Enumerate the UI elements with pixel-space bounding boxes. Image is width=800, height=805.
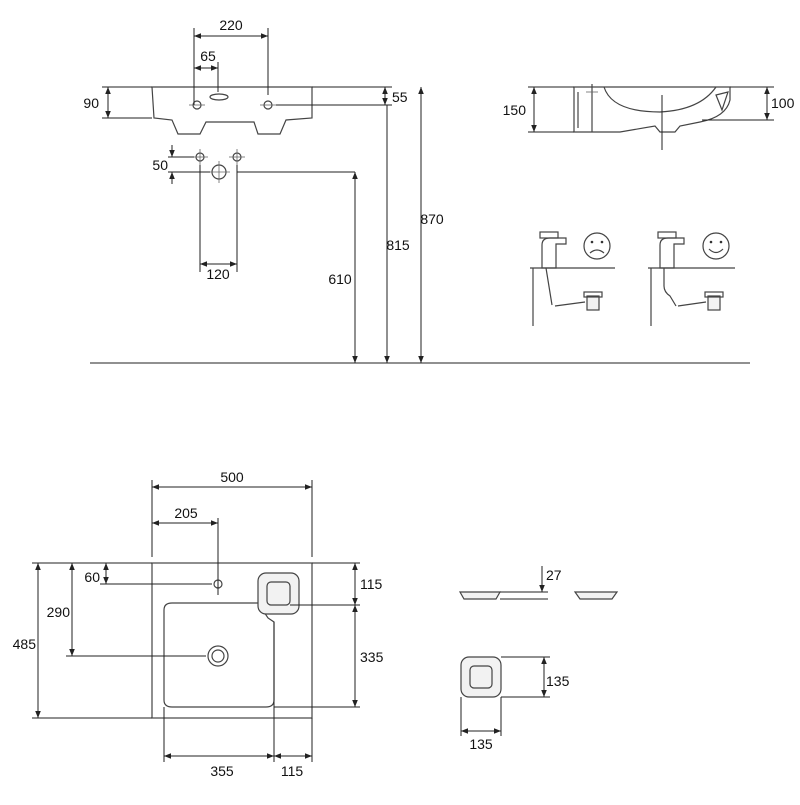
dim-profile-rim: 100 [771,95,795,111]
soap-dish-top [257,572,300,615]
dim-tap-offset: 205 [174,505,198,521]
dim-depth: 485 [13,636,37,652]
dim-dish-height: 135 [546,673,570,689]
dim-tap-height: 55 [392,89,408,105]
basin-front-outline [151,86,313,135]
happy-face-icon [702,232,730,260]
dim-basin-height: 90 [83,95,99,111]
dim-dish-thickness: 27 [546,567,562,583]
dim-bowl-depth: 335 [360,649,384,665]
basin-top-outline [151,562,313,719]
dim-supply-offset: 50 [152,157,168,173]
dim-top-height: 870 [420,211,444,227]
sad-face-icon [583,232,611,260]
dim-rim-height: 815 [386,237,410,253]
top-plan-view: 500 205 60 290 485 115 335 355 [13,469,384,779]
dish-side-right [573,591,619,600]
dim-tap-span: 220 [219,17,243,33]
faucet-correct-install [648,231,735,326]
bowl-outline [163,602,275,708]
basin-profile-outline [573,86,731,133]
dim-bowl-width: 355 [210,763,234,779]
dim-dish-width: 115 [281,763,304,779]
dim-drain-depth: 290 [47,604,71,620]
side-profile-view: 150 100 [503,84,795,150]
dish-plan-outer [460,656,502,698]
dim-width: 500 [220,469,244,485]
soap-dish-accessory: 27 135 135 [458,566,619,752]
dim-profile-depth: 150 [503,102,527,118]
drain-top [207,645,229,667]
dim-dish-depth: 115 [360,576,383,592]
dim-tap-depth: 60 [84,569,100,585]
dim-dish-size: 135 [469,736,493,752]
dish-side-left [458,591,502,600]
dim-drain-height: 610 [328,271,352,287]
faucet-wrong-install [530,231,615,326]
dim-overflow-offset: 65 [200,48,216,64]
faucet-icon-right [659,237,685,269]
overflow-slot [209,93,229,101]
front-elevation-view: 220 65 90 55 50 120 610 815 870 [83,17,750,364]
dim-supply-span: 120 [206,266,230,282]
faucet-icon-left [541,237,567,269]
